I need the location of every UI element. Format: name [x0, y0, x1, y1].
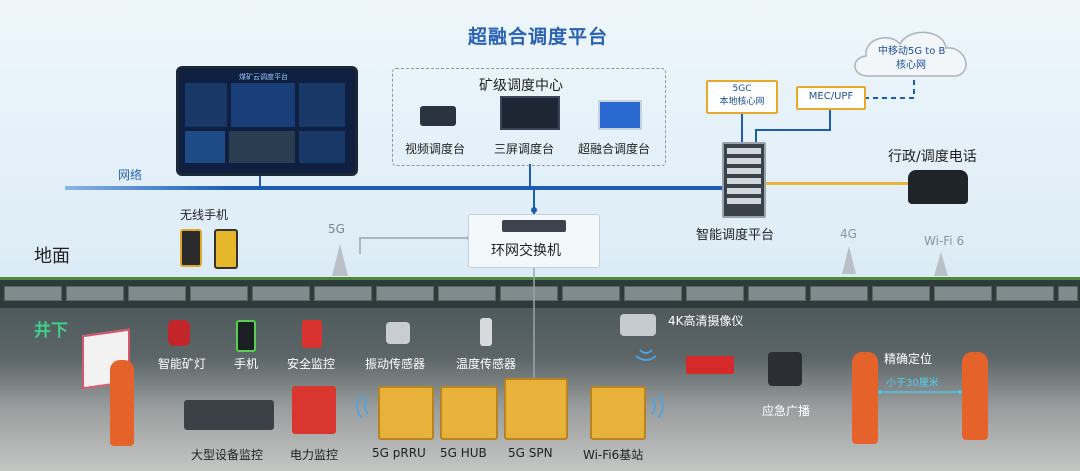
monitor-panel: [229, 131, 295, 163]
positioning-label: 精确定位: [884, 352, 933, 366]
broadcast-label: 应急广播: [762, 404, 811, 418]
rock-brick: [562, 286, 620, 301]
rock-brick: [500, 286, 558, 301]
mec-upf-box: MEC/UPF: [796, 86, 866, 110]
switch-device-icon: [502, 220, 566, 232]
antenna-5g-icon: [332, 244, 348, 276]
rock-brick: [748, 286, 806, 301]
dispatch-monitor: 煤矿云调度平台: [176, 66, 358, 176]
rock-brick: [376, 286, 434, 301]
wifi6-station-icon: [590, 386, 646, 440]
device-5g-prru: 5G pRRU: [372, 446, 426, 460]
hub-icon: [440, 386, 498, 440]
vibration-sensor-icon: [386, 322, 410, 344]
device-5g-spn: 5G SPN: [508, 446, 553, 460]
phone-label: 行政/调度电话: [888, 149, 977, 165]
spn-icon: [504, 378, 568, 440]
device-vibration-sensor: 振动传感器: [365, 357, 426, 371]
rock-brick: [1058, 286, 1078, 301]
device-safety-monitor: 安全监控: [287, 357, 336, 371]
network-label: 网络: [118, 168, 143, 182]
dispatch-item-tri-screen: 三屏调度台: [494, 142, 555, 156]
dispatch-center-title: 矿级调度中心: [479, 78, 563, 94]
wireless-phone-label: 无线手机: [180, 208, 229, 222]
broadcast-icon: [768, 352, 802, 386]
rock-brick: [686, 286, 744, 301]
underground-label: 井下: [34, 321, 68, 341]
device-smart-lamp: 智能矿灯: [158, 357, 207, 371]
rock-brick: [190, 286, 248, 301]
monitor-panel: [185, 83, 227, 127]
local-core-line2: 本地核心网: [719, 97, 765, 107]
server-rack-icon: [722, 142, 766, 218]
rock-brick: [996, 286, 1054, 301]
local-core-network-box: 5GC 本地核心网: [706, 80, 778, 114]
antenna-wifi6-icon: [934, 252, 948, 276]
rock-brick: [128, 286, 186, 301]
rock-brick: [934, 286, 992, 301]
pRRU-icon: [378, 386, 434, 440]
ground-label: 地面: [34, 246, 70, 267]
core-network-cloud: [854, 31, 967, 77]
monitor-panel: [299, 131, 345, 163]
device-large-equipment: 大型设备监控: [191, 448, 264, 462]
monitor-title: 煤矿云调度平台: [239, 73, 288, 81]
signal-5g-label: 5G: [328, 222, 345, 236]
rock-brick: [314, 286, 372, 301]
mec-upf-label: MEC/UPF: [808, 91, 854, 102]
telephone-icon: [908, 170, 968, 204]
phone-icon: [236, 320, 256, 352]
distance-label: 小于30厘米: [886, 378, 939, 389]
ground-surface-line: [0, 277, 1080, 280]
smart-platform-label: 智能调度平台: [696, 228, 775, 243]
worker-icon: [110, 360, 134, 446]
signal-wifi6-label: Wi-Fi 6: [924, 234, 965, 248]
network-bus-line: [65, 186, 725, 190]
rock-brick: [4, 286, 62, 301]
fusion-console-icon: [598, 100, 642, 130]
rock-brick: [872, 286, 930, 301]
rock-brick: [438, 286, 496, 301]
page-title: 超融合调度平台: [468, 26, 609, 48]
worker-icon: [962, 352, 988, 440]
dispatch-center-box: [392, 68, 666, 166]
camera-icon: [620, 314, 656, 336]
camera-label: 4K高清摄像仪: [668, 314, 744, 328]
device-phone: 手机: [234, 357, 259, 371]
temperature-sensor-icon: [480, 318, 492, 346]
signal-4g-label: 4G: [840, 227, 857, 241]
rock-brick: [624, 286, 682, 301]
dispatch-item-video: 视频调度台: [405, 142, 466, 156]
dispatch-item-fusion: 超融合调度台: [578, 142, 651, 156]
rugged-phone-icon: [214, 229, 238, 269]
monitor-panel: [185, 131, 225, 163]
power-monitor-icon: [292, 386, 336, 434]
large-equipment-icon: [184, 400, 274, 430]
tri-screen-console-icon: [500, 96, 560, 130]
device-temperature-sensor: 温度传感器: [456, 357, 517, 371]
antenna-4g-icon: [842, 246, 856, 274]
mobile-phone-icon: [180, 229, 202, 267]
worker-icon: [852, 352, 878, 444]
device-power-monitor: 电力监控: [290, 448, 339, 462]
rock-brick: [252, 286, 310, 301]
rock-brick: [810, 286, 868, 301]
phone-line: [760, 182, 910, 185]
mine-lamp-icon: [168, 320, 190, 346]
video-console-icon: [420, 106, 456, 126]
cloud-label-line2: 核心网: [896, 60, 926, 71]
ring-switch-label: 环网交换机: [491, 243, 561, 259]
safety-monitor-icon: [302, 320, 322, 348]
local-core-line1: 5GC: [732, 84, 752, 94]
device-5g-hub: 5G HUB: [440, 446, 487, 460]
rock-brick: [66, 286, 124, 301]
cloud-label-line1: 中移动5G to B: [878, 46, 946, 57]
device-wifi6-station: Wi-Fi6基站: [583, 448, 644, 462]
monitor-panel: [299, 83, 345, 127]
red-controller-icon: [686, 356, 734, 374]
monitor-panel: [231, 83, 295, 127]
